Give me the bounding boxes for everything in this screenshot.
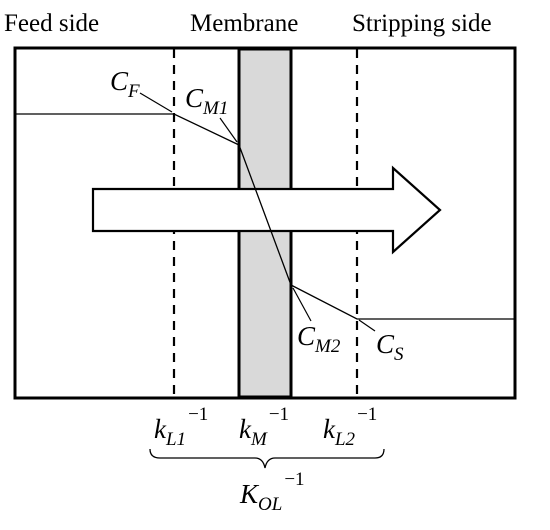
cm2-label: CM2 <box>297 321 341 357</box>
cm1-pointer <box>219 117 238 143</box>
cm1-label: CM1 <box>185 83 228 119</box>
stripping-side-label: Stripping side <box>352 10 492 37</box>
kl1-label: kL1−1 <box>154 404 208 450</box>
km-label: kM−1 <box>239 404 289 450</box>
cs-label: CS <box>376 329 404 365</box>
cs-pointer <box>358 319 376 332</box>
cf-label: CF <box>110 66 140 102</box>
kol-label: KOL−1 <box>239 469 305 515</box>
cf-pointer <box>139 92 173 113</box>
concentration-profile-line <box>15 113 515 320</box>
flux-arrow <box>91 165 442 255</box>
cm2-pointer <box>292 287 312 322</box>
resistance-sum-brace <box>149 448 385 469</box>
membrane-label: Membrane <box>190 10 298 37</box>
feed-side-label: Feed side <box>4 10 99 37</box>
kl2-label: kL2−1 <box>323 404 377 450</box>
